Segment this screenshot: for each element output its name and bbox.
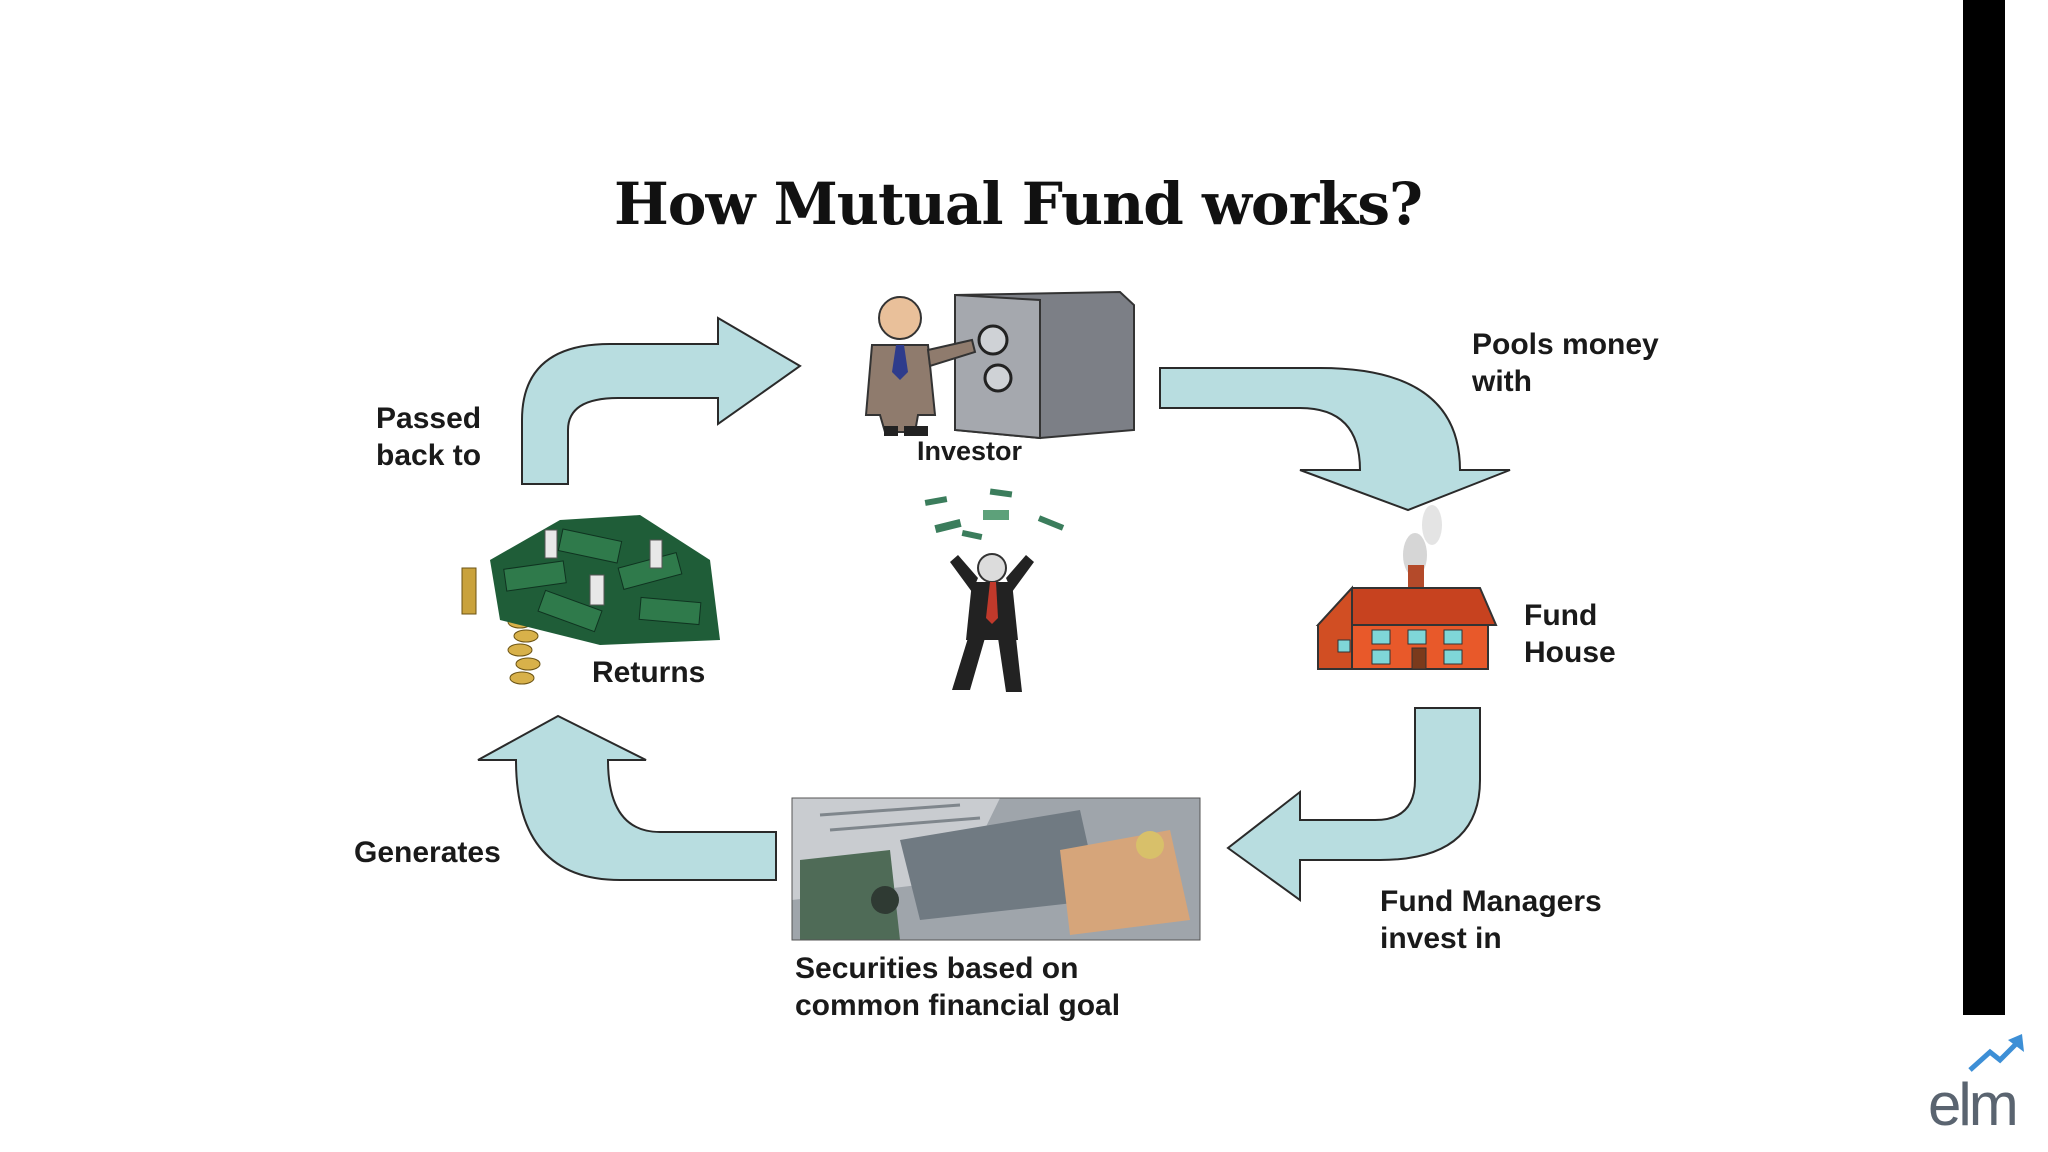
side-bar	[1963, 0, 2005, 1015]
label-generates: Generates	[354, 836, 501, 869]
elm-logo-icon	[1968, 1034, 2024, 1072]
label-returns: Returns	[592, 656, 706, 689]
arrow-returns-to-investor	[521, 316, 802, 485]
page-title: How Mutual Fund works?	[614, 170, 1423, 238]
label-fund-managers-invest-in: Fund Managers invest in	[1380, 885, 1602, 955]
money-pile-icon	[461, 515, 720, 685]
label-investor: Investor	[917, 436, 1023, 466]
securities-photo-icon	[791, 797, 1201, 941]
arrow-fund-house-to-securities	[1226, 707, 1481, 902]
label-passed-back-to: Passed back to	[376, 402, 482, 472]
label-fund-house: Fund House	[1524, 599, 1616, 669]
investor-with-safe-icon	[864, 290, 1135, 440]
fund-house-icon	[1315, 505, 1498, 670]
label-pools-money-with: Pools money with	[1472, 328, 1659, 398]
elm-logo: elm	[1928, 1071, 2019, 1138]
excited-man-icon	[924, 488, 1065, 692]
arrow-investor-to-fund-house	[1159, 367, 1511, 512]
arrow-securities-to-returns	[477, 714, 777, 881]
label-securities: Securities based on common financial goa…	[795, 952, 1121, 1022]
